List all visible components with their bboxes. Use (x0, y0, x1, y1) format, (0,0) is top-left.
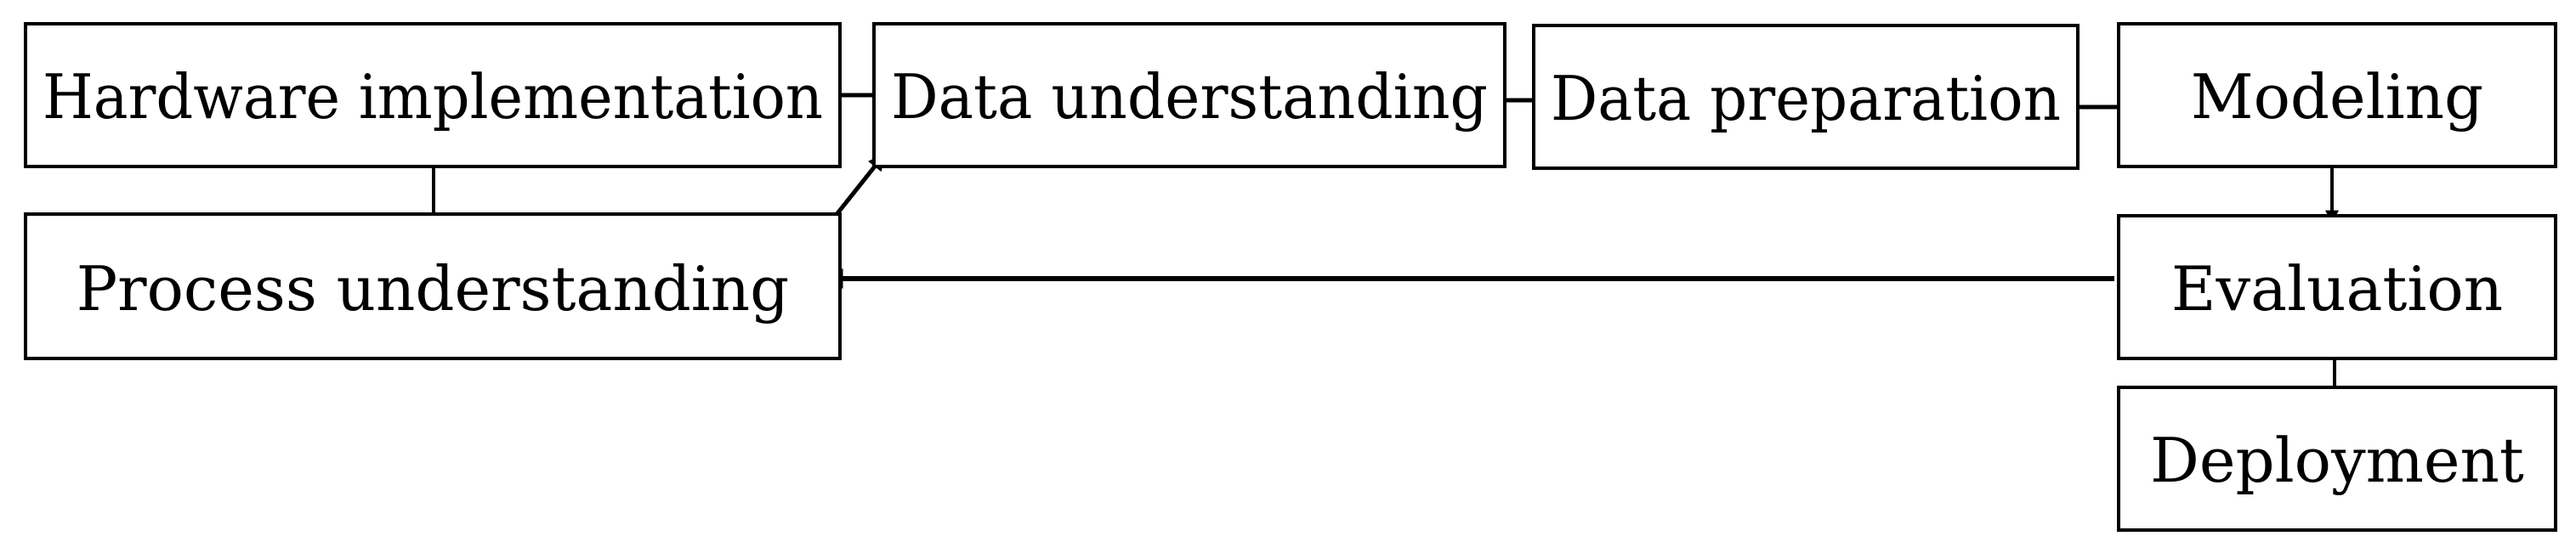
node-hardware-implementation: Hardware implementation (24, 22, 842, 168)
node-hardware-implementation-label: Hardware implementation (43, 61, 823, 133)
node-modeling-label: Modeling (2191, 61, 2483, 133)
node-process-understanding: Process understanding (24, 212, 842, 360)
node-evaluation: Evaluation (2117, 214, 2557, 360)
node-modeling: Modeling (2117, 22, 2557, 168)
node-deployment-label: Deployment (2150, 425, 2524, 496)
node-data-understanding: Data understanding (872, 22, 1506, 168)
node-deployment: Deployment (2117, 386, 2557, 532)
node-data-preparation: Data preparation (1532, 24, 2080, 170)
node-process-understanding-label: Process understanding (77, 253, 790, 324)
node-evaluation-label: Evaluation (2171, 253, 2503, 324)
node-data-understanding-label: Data understanding (891, 61, 1488, 133)
node-data-preparation-label: Data preparation (1551, 63, 2061, 134)
